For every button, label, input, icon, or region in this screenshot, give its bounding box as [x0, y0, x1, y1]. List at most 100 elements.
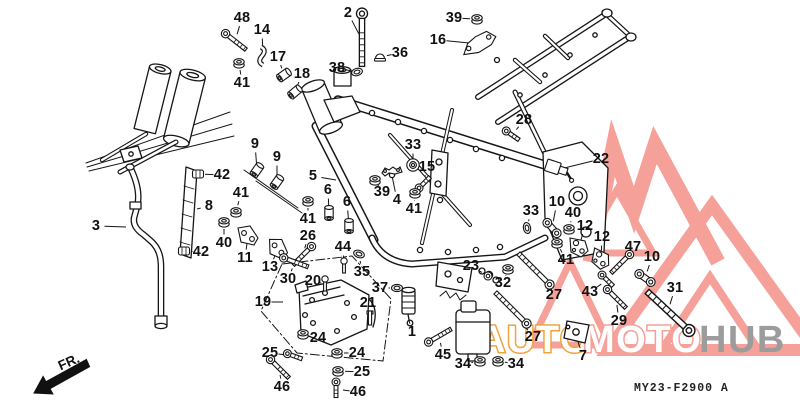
bracket3-icon [591, 247, 610, 270]
collar-icon [276, 67, 292, 83]
leader-line [304, 244, 307, 249]
reservoir-tank [455, 300, 491, 362]
nut-icon [369, 175, 381, 186]
bolt-short-icon [414, 174, 433, 193]
leader-line [669, 295, 674, 305]
leader-line [408, 319, 411, 324]
clamp-icon [381, 166, 403, 177]
screw-icon [321, 275, 329, 292]
collar-icon [287, 84, 303, 100]
nut-icon [331, 348, 343, 359]
leader-line [104, 225, 127, 228]
nut-icon [332, 366, 344, 377]
bolt-short-icon [331, 377, 341, 399]
nut-icon [297, 329, 309, 340]
oring-icon [390, 283, 404, 293]
diagram-code: MY23-F2900 A [634, 382, 729, 395]
collar-icon [269, 174, 285, 190]
skid-plate [260, 255, 392, 362]
leader-line [321, 176, 337, 181]
bolt-short-icon [597, 270, 616, 289]
bolt-icon [602, 284, 629, 311]
leader-line [237, 201, 240, 206]
leader-line [279, 374, 282, 379]
nut-icon [471, 14, 483, 25]
bracket-icon [237, 225, 259, 246]
leader-line [391, 177, 396, 192]
leader-line [255, 152, 257, 164]
washer-icon [483, 271, 493, 281]
leader-line [562, 160, 593, 169]
leader-line [386, 54, 392, 57]
collar-icon [249, 162, 265, 178]
stay-part8 [179, 166, 198, 259]
leader-line [646, 264, 650, 272]
leader-line [515, 126, 520, 130]
watermark-text-hub: HUB [699, 319, 786, 361]
nut-icon [492, 356, 504, 367]
leader-line [342, 389, 350, 392]
leader-line [580, 234, 584, 241]
leader-line [347, 210, 349, 220]
bolt-long-icon [355, 7, 369, 68]
leader-line [577, 341, 581, 349]
leader-line [559, 248, 563, 253]
cap-icon [373, 53, 387, 62]
leader-line [596, 283, 602, 288]
bolt-long-icon [644, 288, 696, 338]
nut-icon [551, 238, 563, 249]
frame-line-art [85, 8, 637, 362]
nut-icon [233, 58, 245, 69]
bolt-icon [608, 249, 635, 276]
fastener-glyph-layer [104, 7, 696, 399]
collar-icon [344, 218, 354, 234]
oring-icon [353, 249, 365, 259]
link-icon [542, 217, 562, 239]
sensor-icon [544, 158, 575, 183]
bolt-icon [423, 326, 453, 347]
watermark-inner-triangle-2 [655, 269, 765, 352]
bolt-icon [265, 354, 292, 381]
nut-icon [502, 264, 514, 275]
screw-icon [340, 257, 348, 274]
leader-line [616, 304, 619, 313]
bolt-long-icon [516, 251, 555, 290]
nut-icon [409, 188, 421, 199]
nut-icon [563, 224, 575, 235]
link-icon [634, 269, 656, 287]
nut-icon [474, 356, 486, 367]
leader-line [439, 342, 442, 347]
bolt-short-icon [282, 349, 304, 362]
leader-line [245, 242, 248, 250]
rubber-part1 [401, 286, 416, 327]
left-cylinder-small [133, 63, 172, 135]
nut-icon [218, 217, 230, 228]
front-direction-indicator: FR. [33, 351, 91, 395]
bolt-icon [220, 28, 249, 52]
leader-line [196, 207, 201, 210]
leader-line [318, 281, 322, 284]
leader-line [345, 69, 351, 72]
bolt-icon [278, 253, 310, 270]
watermark-small-triangle [524, 253, 616, 349]
leader-line [351, 20, 360, 35]
nut-icon [230, 207, 242, 218]
leader-line [290, 268, 293, 272]
leader-line [552, 210, 556, 222]
bracket3-icon [569, 237, 589, 258]
block-icon [177, 246, 191, 256]
collar-icon [324, 205, 334, 221]
pin-icon [366, 310, 374, 326]
s-link-icon [257, 44, 267, 68]
wing-bracket-icon [463, 30, 497, 56]
bracket-part7 [563, 320, 590, 344]
oring-icon [351, 67, 363, 77]
steering-head [300, 65, 361, 135]
oring-icon [522, 221, 532, 235]
fr-arrow-icon [33, 358, 91, 395]
oil-pipe-part3 [125, 163, 168, 330]
leader-line [280, 64, 283, 69]
block-icon [191, 169, 205, 179]
